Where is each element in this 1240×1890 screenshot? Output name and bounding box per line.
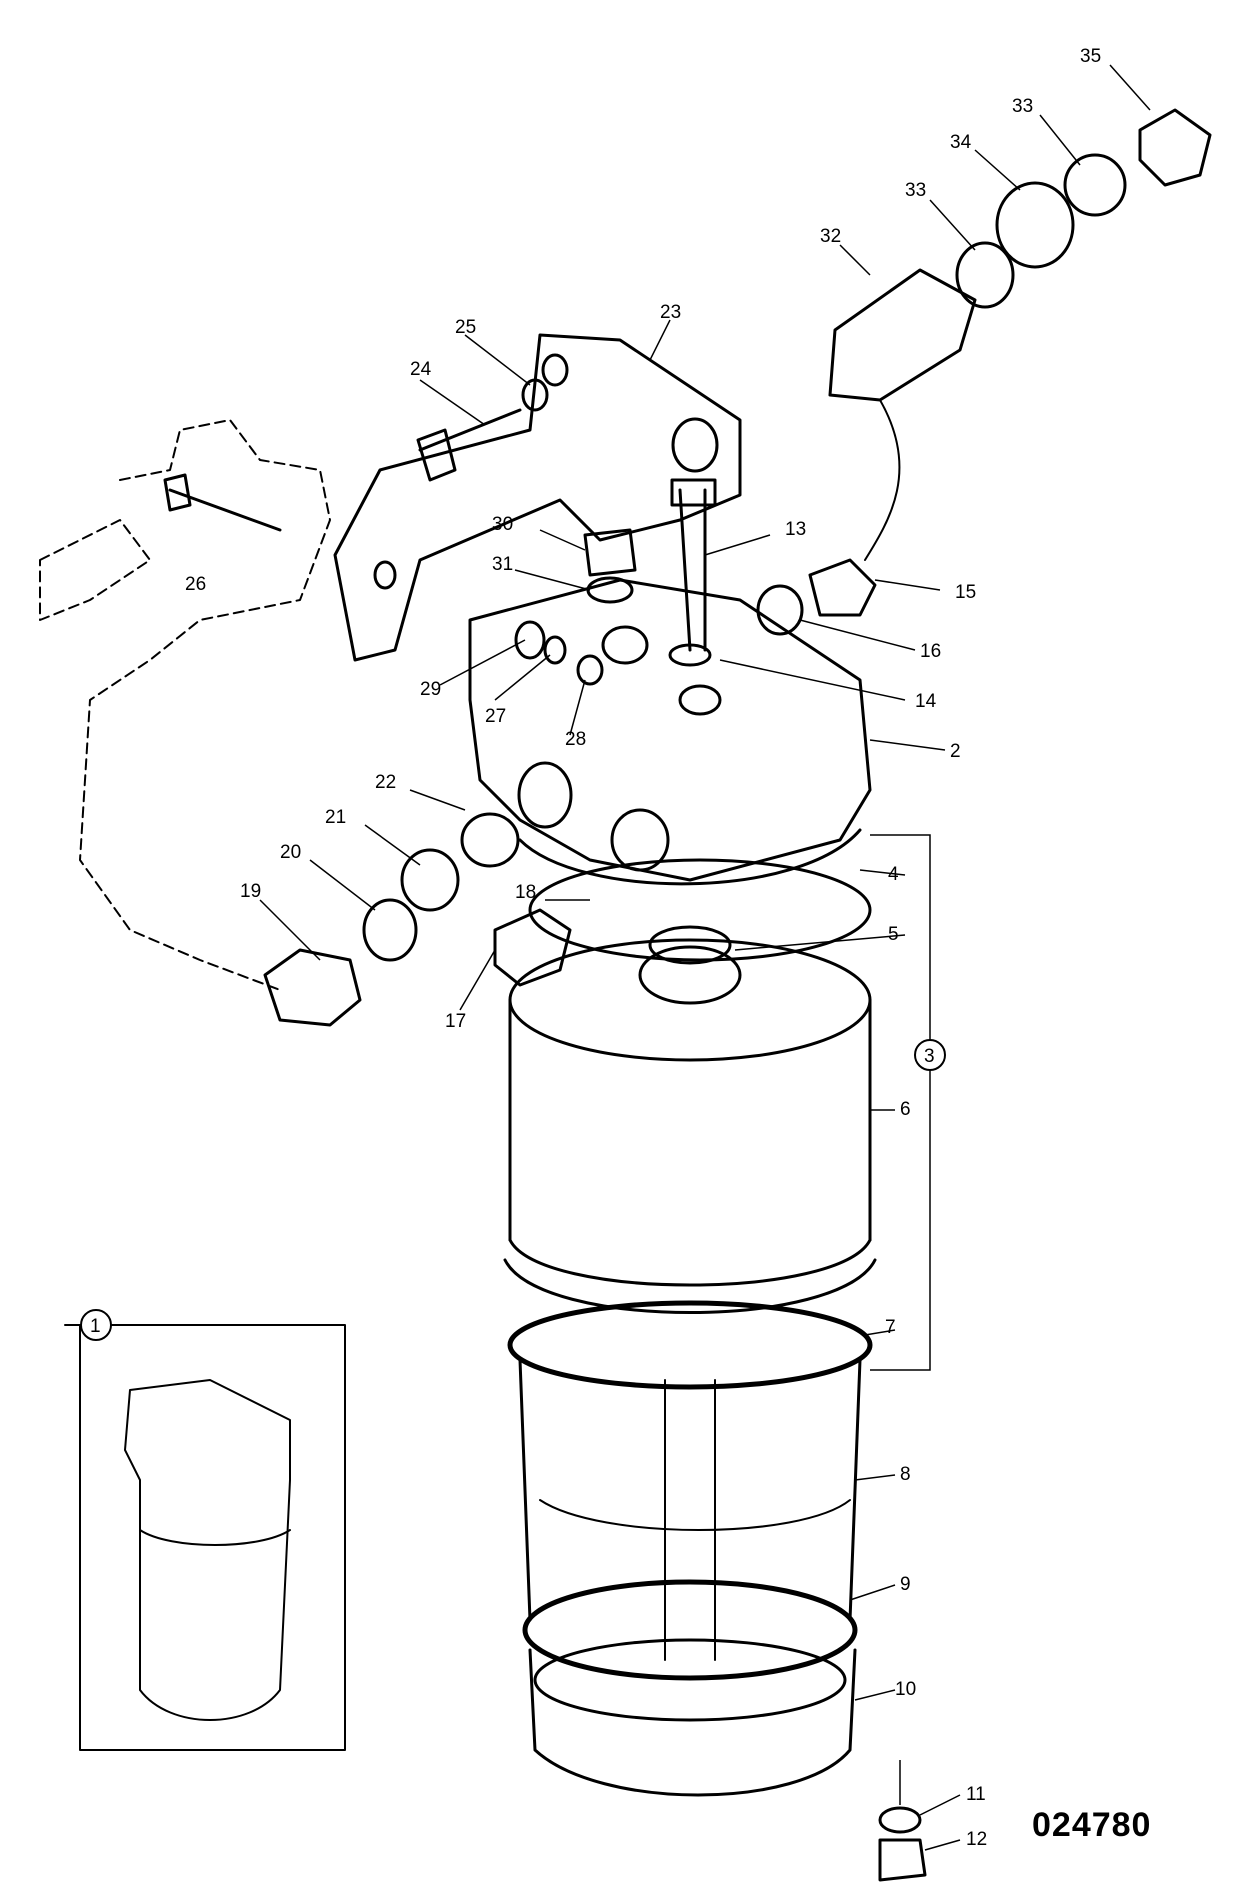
bolt-17: [493, 908, 572, 987]
callout-2: 2: [950, 741, 961, 762]
leader-lines: [259, 64, 1151, 1851]
callout-29: 29: [420, 679, 441, 700]
callout-14: 14: [915, 691, 937, 712]
washer-33-upper: [1063, 153, 1127, 217]
bolt-13: [670, 478, 717, 652]
washer-29: [514, 620, 546, 660]
callout-26: 26: [185, 574, 206, 595]
adaptor-32: [828, 268, 977, 402]
plug-15: [808, 558, 877, 617]
nut-28: [576, 654, 604, 686]
callout-4: 4: [888, 864, 899, 885]
callout-17: 17: [445, 1011, 466, 1032]
callout-31: 31: [492, 554, 513, 575]
callout-7: 7: [885, 1317, 896, 1338]
callout-27: 27: [485, 706, 506, 727]
callout-24: 24: [410, 359, 432, 380]
callout-35: 35: [1080, 46, 1101, 67]
callout-16: 16: [920, 641, 941, 662]
sediment-bowl: [518, 1358, 862, 1661]
filter-element: [503, 938, 877, 1314]
circled-callout-1: 1: [80, 1309, 112, 1341]
ring-27: [543, 635, 567, 665]
callout-13: 13: [785, 519, 806, 540]
seal-ring-4: [528, 858, 872, 962]
callout-33-lower: 33: [905, 180, 926, 201]
circled-callout-3: 3: [914, 1039, 946, 1071]
callout-34: 34: [950, 132, 972, 153]
callout-11: 11: [966, 1784, 986, 1805]
svg-text:3: 3: [924, 1046, 935, 1067]
washer-16: [756, 584, 804, 636]
inset-box: [64, 1324, 346, 1751]
callout-25: 25: [455, 317, 476, 338]
callout-30: 30: [492, 514, 513, 535]
callout-5: 5: [888, 924, 899, 945]
fuel-pipe: [864, 399, 901, 561]
seal-ring-7: [507, 1300, 873, 1390]
bolt-24: [416, 408, 522, 482]
seal-ring-9: [522, 1579, 858, 1681]
left-banjo-union: [263, 812, 520, 1027]
drain-plug: [878, 1838, 927, 1882]
drain-washer: [878, 1806, 922, 1834]
bowl-base: [528, 1638, 857, 1797]
callout-12: 12: [966, 1829, 987, 1850]
callout-18: 18: [515, 882, 536, 903]
callout-32: 32: [820, 226, 841, 247]
seal-ring-5: [648, 925, 732, 965]
mounting-bracket: [333, 333, 742, 662]
washer-14: [668, 643, 712, 667]
callout-28: 28: [565, 729, 586, 750]
callout-19: 19: [240, 881, 261, 902]
callout-23: 23: [660, 302, 681, 323]
drawing-number: 024780: [1032, 1806, 1152, 1844]
callout-10: 10: [895, 1679, 916, 1700]
callout-15: 15: [955, 582, 976, 603]
engine-outline-inner: [39, 519, 151, 621]
bolt-26: [163, 473, 282, 532]
svg-text:1: 1: [90, 1316, 101, 1337]
callout-8: 8: [900, 1464, 911, 1485]
washer-25: [521, 378, 549, 412]
callout-6: 6: [900, 1099, 911, 1120]
callout-21: 21: [325, 807, 346, 828]
bolt-35: [1138, 108, 1212, 187]
washer-33-lower: [955, 241, 1015, 309]
plug-30: [583, 528, 637, 577]
callout-22: 22: [375, 772, 396, 793]
engine-outline: [79, 419, 331, 991]
callout-33-upper: 33: [1012, 96, 1033, 117]
callout-9: 9: [900, 1574, 911, 1595]
filter-head: [468, 578, 872, 886]
callout-20: 20: [280, 842, 301, 863]
banjo-34: [995, 181, 1075, 269]
